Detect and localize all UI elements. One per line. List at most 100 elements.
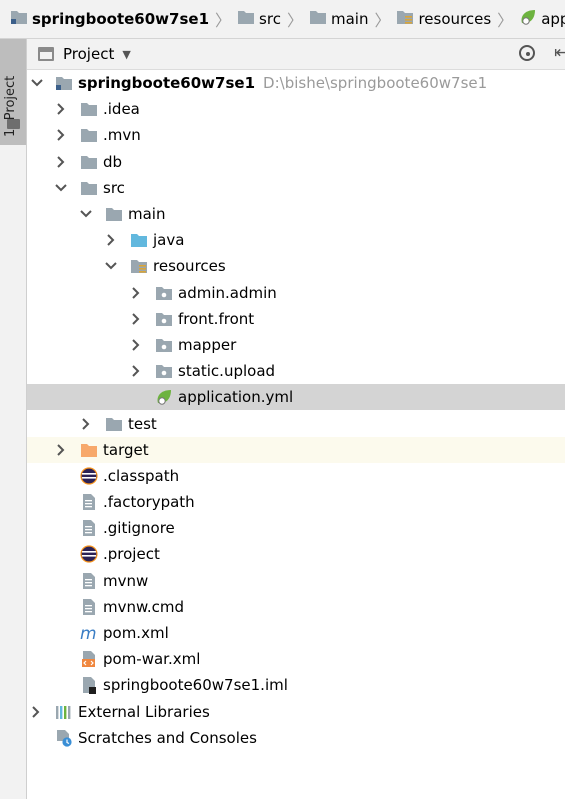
tree-row-mvnw[interactable]: mvnw [27, 568, 565, 594]
chevron-down-icon[interactable] [104, 259, 118, 273]
tree-label: application.yml [178, 388, 294, 407]
project-panel-header: Project ▼ ⇤ [27, 39, 565, 70]
breadcrumb-item-application[interactable]: application.y [519, 0, 565, 38]
tree-label: pom.xml [103, 624, 169, 643]
chevron-right-icon[interactable] [54, 102, 68, 116]
folder-icon [80, 127, 98, 143]
tree-row-idea[interactable]: .idea [27, 96, 565, 122]
resources-folder-icon [130, 258, 148, 274]
tree-row-admin-admin[interactable]: admin.admin [27, 280, 565, 306]
chevron-down-icon[interactable]: ▼ [122, 47, 131, 61]
folder-icon [237, 9, 255, 29]
folder-icon [80, 180, 98, 196]
collapse-all-icon[interactable]: ⇤ [554, 43, 565, 63]
tree-row-iml[interactable]: springboote60w7se1.iml [27, 672, 565, 698]
tree-row-mvn[interactable]: .mvn [27, 122, 565, 148]
project-tool-tab[interactable]: 1: Project [0, 39, 26, 145]
tree-row-pom-xml[interactable]: m pom.xml [27, 620, 565, 646]
breadcrumb-label: src [259, 10, 281, 28]
module-folder-icon [55, 75, 73, 91]
xml-file-icon [80, 651, 98, 668]
module-file-icon [80, 677, 98, 695]
breadcrumb-separator: 〉 [374, 11, 391, 30]
tree-row-src[interactable]: src [27, 175, 565, 201]
tree-label: front.front [178, 309, 255, 328]
tree-label: .project [103, 545, 160, 564]
tree-row-java[interactable]: java [27, 227, 565, 253]
chevron-right-icon[interactable] [54, 443, 68, 457]
tree-label: Scratches and Consoles [78, 728, 257, 747]
chevron-right-icon[interactable] [129, 364, 143, 378]
tree-row-static-upload[interactable]: static.upload [27, 358, 565, 384]
tree-row-front-front[interactable]: front.front [27, 306, 565, 332]
resources-folder-icon [396, 9, 414, 29]
breadcrumb: springboote60w7se1 〉 src 〉 main 〉 resour… [0, 0, 565, 39]
tree-label: admin.admin [178, 283, 277, 302]
tree-row-application-yml[interactable]: application.yml [27, 384, 565, 411]
chevron-down-icon[interactable] [30, 76, 44, 90]
chevron-down-icon[interactable] [79, 207, 93, 221]
tool-window-strip: 1: Project [0, 39, 27, 799]
tree-label: .gitignore [103, 519, 175, 538]
breadcrumb-item-resources[interactable]: resources [396, 0, 491, 38]
breadcrumb-item-src[interactable]: src [237, 0, 281, 38]
spring-yml-icon [519, 8, 537, 30]
source-folder-icon [130, 232, 148, 248]
chevron-right-icon[interactable] [54, 155, 68, 169]
text-file-icon [80, 494, 98, 511]
chevron-down-icon[interactable] [54, 181, 68, 195]
excluded-folder-icon [80, 442, 98, 458]
package-folder-icon [155, 311, 173, 327]
chevron-right-icon[interactable] [54, 128, 68, 142]
tree-label: .classpath [103, 466, 180, 485]
tree-row-main[interactable]: main [27, 201, 565, 227]
tree-row-mapper[interactable]: mapper [27, 332, 565, 358]
text-file-icon [80, 520, 98, 537]
tree-row-test[interactable]: test [27, 410, 565, 436]
breadcrumb-item-main[interactable]: main [309, 0, 368, 38]
project-view-icon [38, 47, 54, 61]
tree-row-target[interactable]: target [27, 436, 565, 463]
tree-label: mvnw [103, 571, 149, 590]
text-file-icon [80, 572, 98, 589]
tree-row-project[interactable]: .project [27, 541, 565, 567]
breadcrumb-label: main [330, 10, 369, 28]
tree-label: pom-war.xml [103, 650, 201, 669]
tree-label: mvnw.cmd [103, 597, 185, 616]
tree-row-resources[interactable]: resources [27, 253, 565, 279]
chevron-right-icon[interactable] [129, 286, 143, 300]
tree-row-gitignore[interactable]: .gitignore [27, 515, 565, 541]
tree-row-mvnw-cmd[interactable]: mvnw.cmd [27, 594, 565, 620]
tree-row-pom-war-xml[interactable]: pom-war.xml [27, 646, 565, 672]
breadcrumb-label: springboote60w7se1 [32, 10, 210, 28]
folder-icon [80, 154, 98, 170]
breadcrumb-item-project[interactable]: springboote60w7se1 [10, 0, 209, 38]
tree-label: test [128, 414, 157, 433]
chevron-right-icon[interactable] [129, 338, 143, 352]
tree-row-external-libraries[interactable]: External Libraries [27, 699, 565, 725]
project-view-selector[interactable]: Project [63, 45, 115, 63]
chevron-right-icon[interactable] [29, 705, 43, 719]
folder-icon [105, 416, 123, 432]
maven-icon: m [80, 625, 98, 641]
package-folder-icon [155, 337, 173, 353]
tree-row-classpath[interactable]: .classpath [27, 463, 565, 489]
tree-row-scratches[interactable]: Scratches and Consoles [27, 725, 565, 751]
tree-row-db[interactable]: db [27, 149, 565, 175]
chevron-right-icon[interactable] [79, 417, 93, 431]
text-file-icon [80, 598, 98, 615]
tree-label: db [103, 152, 123, 171]
library-icon [55, 704, 73, 720]
eclipse-icon [80, 545, 98, 564]
tree-label: .idea [103, 100, 140, 119]
tree-label: resources [153, 257, 226, 276]
chevron-right-icon[interactable] [129, 312, 143, 326]
chevron-right-icon[interactable] [104, 233, 118, 247]
locate-target-icon[interactable] [519, 45, 535, 61]
breadcrumb-separator: 〉 [215, 11, 232, 30]
module-path: D:\bishe\springboote60w7se1 [263, 74, 488, 93]
tree-row-factorypath[interactable]: .factorypath [27, 489, 565, 515]
